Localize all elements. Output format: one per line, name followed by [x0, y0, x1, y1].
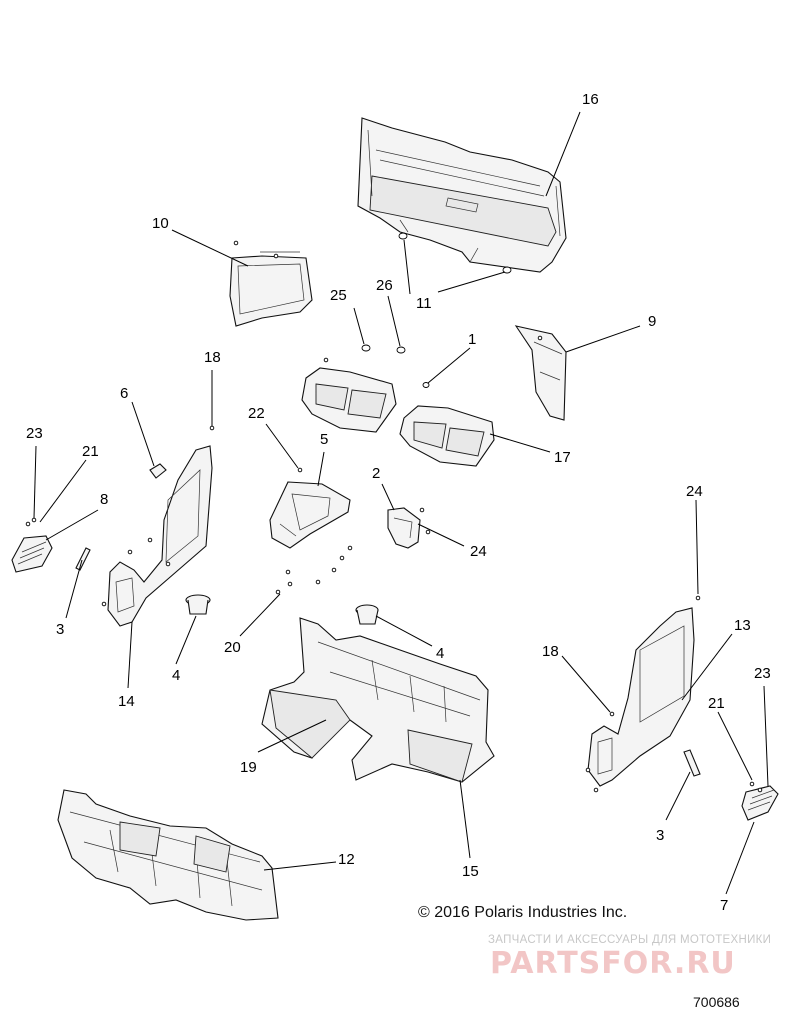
- leader-lines: [33, 111, 769, 895]
- part-7-foot-cover-right: [741, 785, 779, 821]
- callout-23b: 23: [754, 665, 771, 682]
- callout-2: 2: [372, 465, 380, 482]
- watermark-logo: PARTSFOR.RU: [490, 946, 736, 981]
- part-25-fastener: [361, 344, 371, 352]
- callout-26: 26: [376, 277, 393, 294]
- document-number: 700686: [693, 994, 740, 1010]
- callout-3a: 3: [56, 621, 64, 638]
- fasteners-small: [25, 240, 763, 793]
- part-15-floor-pan: [261, 617, 495, 783]
- callout-18b: 18: [542, 643, 559, 660]
- part-4-grommet-left: [185, 594, 211, 615]
- part-3-pin-right: [683, 749, 701, 777]
- part-1-storage-bin: [301, 367, 397, 433]
- part-26-fastener: [396, 346, 406, 354]
- callout-15: 15: [462, 863, 479, 880]
- callout-25: 25: [330, 287, 347, 304]
- callout-23a: 23: [26, 425, 43, 442]
- callout-21b: 21: [708, 695, 725, 712]
- part-8-foot-cover-left: [11, 535, 53, 573]
- callout-10: 10: [152, 215, 169, 232]
- copyright-notice: © 2016 Polaris Industries Inc.: [418, 904, 628, 921]
- callout-18a: 18: [204, 349, 221, 366]
- callout-24a: 24: [470, 543, 487, 560]
- callout-6: 6: [120, 385, 128, 402]
- part-12-front-panel: [57, 789, 279, 921]
- part-17-storage-bin: [399, 405, 495, 467]
- part-9-side-panel: [514, 325, 567, 421]
- callout-21a: 21: [82, 443, 99, 460]
- part-3-pin-left: [75, 547, 91, 571]
- callout-16: 16: [582, 91, 599, 108]
- callout-19: 19: [240, 759, 257, 776]
- part-5-console-bracket: [269, 481, 351, 549]
- callout-4a: 4: [172, 667, 180, 684]
- callout-7: 7: [720, 897, 728, 914]
- part-14-side-panel-left: [107, 445, 213, 627]
- callout-14: 14: [118, 693, 135, 710]
- callout-8: 8: [100, 491, 108, 508]
- callout-4b: 4: [436, 645, 444, 662]
- part-11-clips: [398, 232, 512, 274]
- callout-5: 5: [320, 431, 328, 448]
- callout-22: 22: [248, 405, 265, 422]
- callout-24b: 24: [686, 483, 703, 500]
- callout-1: 1: [468, 331, 476, 348]
- callout-12: 12: [338, 851, 355, 868]
- part-16-rear-panel: [357, 117, 567, 273]
- callout-11: 11: [416, 295, 432, 312]
- callout-3b: 3: [656, 827, 664, 844]
- callout-20: 20: [224, 639, 241, 656]
- part-1-fastener: [422, 382, 430, 388]
- part-13-side-panel-right: [587, 607, 695, 787]
- callout-13: 13: [734, 617, 751, 634]
- callout-9: 9: [648, 313, 656, 330]
- callout-17: 17: [554, 449, 571, 466]
- callout-labels: 16 10 11 25 26 1 9 18 6 22 5 2 24 17 23 …: [26, 91, 771, 914]
- part-4-grommet-right: [355, 604, 379, 625]
- watermark-tagline: ЗАПЧАСТИ И АКСЕССУАРЫ ДЛЯ МОТОТЕХНИКИ: [488, 934, 772, 946]
- part-2-bracket: [387, 507, 421, 549]
- part-6-clip: [149, 463, 167, 479]
